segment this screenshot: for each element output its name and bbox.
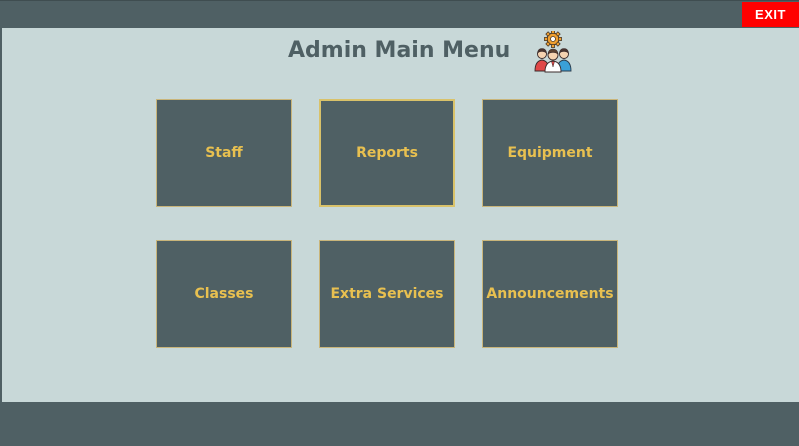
classes-tile-button[interactable]: Classes bbox=[156, 240, 292, 348]
admin-group-gear-icon bbox=[534, 31, 572, 73]
exit-button[interactable]: EXIT bbox=[742, 2, 799, 27]
reports-tile-label: Reports bbox=[356, 145, 418, 161]
page-title: Admin Main Menu bbox=[288, 38, 511, 63]
staff-tile-button[interactable]: Staff bbox=[156, 99, 292, 207]
equipment-tile-button[interactable]: Equipment bbox=[482, 99, 618, 207]
footer-bar bbox=[0, 402, 799, 446]
classes-tile-label: Classes bbox=[194, 286, 254, 302]
staff-tile-label: Staff bbox=[205, 145, 243, 161]
announcements-tile-label: Announcements bbox=[486, 286, 614, 302]
title-bar: EXIT bbox=[0, 0, 799, 27]
announcements-tile-button[interactable]: Announcements bbox=[482, 240, 618, 348]
equipment-tile-label: Equipment bbox=[507, 145, 593, 161]
extra-services-tile-label: Extra Services bbox=[330, 286, 444, 302]
main-content-panel: Admin Main Menu bbox=[2, 28, 799, 402]
extra-services-tile-button[interactable]: Extra Services bbox=[319, 240, 455, 348]
reports-tile-button[interactable]: Reports bbox=[319, 99, 455, 207]
